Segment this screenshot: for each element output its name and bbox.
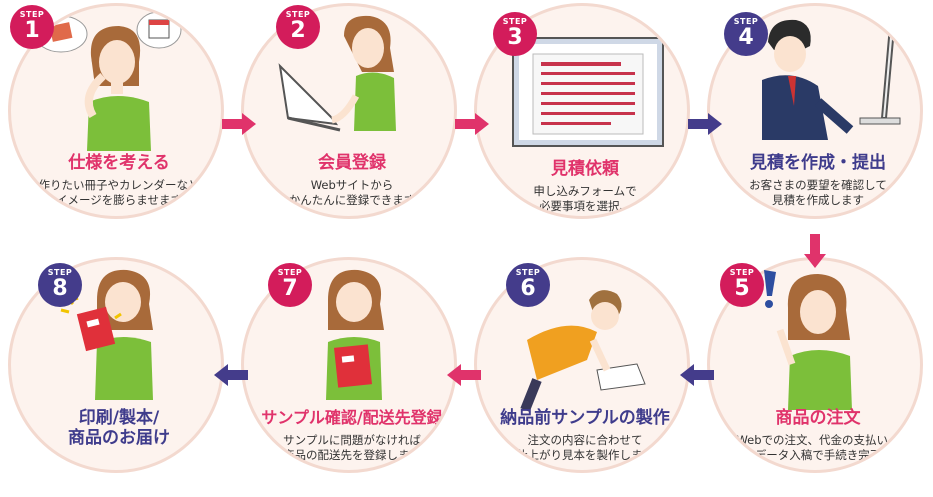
step-7-badge: STEP 7	[268, 263, 312, 307]
arrow-left-7-to-8	[214, 364, 248, 386]
exclamation-icon	[758, 268, 782, 312]
step-5-title: 商品の注文	[710, 408, 923, 428]
arrow-right-3-to-4	[688, 113, 722, 135]
step-7-description: サンプルに問題がなければ 商品の配送先を登録します	[244, 433, 457, 463]
step-6-title: 納品前サンプルの製作	[477, 408, 690, 428]
step-number: 1	[10, 19, 54, 43]
step-3-description: 申し込みフォームで 必要事項を選択、 入力していきます	[477, 184, 690, 219]
step-number: 6	[506, 277, 550, 301]
step-8-badge: STEP 8	[38, 263, 82, 307]
step-number: 7	[268, 277, 312, 301]
arrow-right-2-to-3	[455, 113, 489, 135]
step-1-title: 仕様を考える	[11, 153, 224, 173]
step-4-description: お客さまの要望を確認して 見積を作成します	[710, 178, 923, 208]
step-number: 3	[493, 26, 537, 50]
step-6-description: 注文の内容に合わせて 仕上がり見本を製作します	[477, 433, 690, 463]
step-8-title-line-2: 商品のお届け	[68, 428, 170, 448]
arrow-down-4-to-5	[804, 234, 826, 268]
step-number: 8	[38, 277, 82, 301]
step-2-badge: STEP 2	[276, 5, 320, 49]
step-1-badge: STEP 1	[10, 5, 54, 49]
step-1-description: 作りたい冊子やカレンダーなど イメージを膨らませます	[11, 178, 224, 208]
step-5-description: Webでの注文、代金の支払い、 データ入稿で手続き完了	[710, 433, 923, 463]
arrow-right-1-to-2	[222, 113, 256, 135]
step-8-title: 印刷/製本/ 商品のお届け	[11, 408, 224, 448]
step-6-badge: STEP 6	[506, 263, 550, 307]
step-2-circle: 会員登録 Webサイトから かんたんに登録できます	[241, 3, 457, 219]
arrow-left-6-to-7	[447, 364, 481, 386]
step-3-title: 見積依頼	[477, 159, 690, 179]
step-3-badge: STEP 3	[493, 12, 537, 56]
step-4-badge: STEP 4	[724, 12, 768, 56]
step-7-title: サンプル確認/配送先登録	[244, 408, 457, 428]
step-number: 4	[724, 26, 768, 50]
step-4-title: 見積を作成・提出	[710, 153, 923, 173]
step-2-title: 会員登録	[244, 153, 457, 173]
step-2-description: Webサイトから かんたんに登録できます	[244, 178, 457, 208]
step-number: 2	[276, 19, 320, 43]
arrow-left-5-to-6	[680, 364, 714, 386]
step-8-title-line-1: 印刷/製本/	[79, 408, 159, 428]
